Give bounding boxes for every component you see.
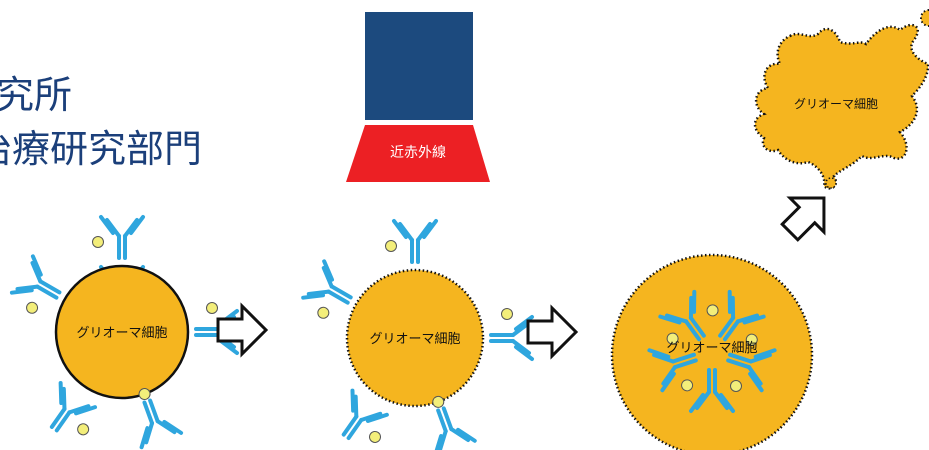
light-source-body [365, 12, 473, 120]
cell-intact: グリオーマ細胞 [5, 215, 239, 450]
nir-label: 近赤外線 [390, 145, 446, 161]
antibody-icon [90, 215, 145, 260]
cell-label: グリオーマ細胞 [666, 341, 757, 356]
heading-line-1: 究所 [0, 73, 73, 117]
cell-label: グリオーマ細胞 [76, 326, 167, 341]
antibody-icon [489, 306, 534, 361]
cell-ruptured: グリオーマ細胞 [753, 9, 929, 190]
cell-body [54, 264, 190, 400]
arrow-up-right-icon [771, 179, 843, 251]
light-emitter [346, 125, 490, 182]
antibody-icon [326, 388, 396, 450]
antibody-icon [383, 219, 438, 264]
cell-body [610, 253, 814, 450]
cell-body [753, 23, 929, 190]
cell-swollen: グリオーマ細胞 [610, 253, 814, 450]
cell-label: グリオーマ細胞 [794, 97, 878, 111]
arrow-right-icon [526, 306, 578, 358]
cell-membrane-damaged: グリオーマ細胞 [296, 219, 534, 450]
nir-light-source: 近赤外線 [346, 12, 490, 182]
cell-label: グリオーマ細胞 [369, 332, 460, 347]
debris [825, 177, 837, 189]
antibody-icon [296, 259, 362, 328]
debris [920, 9, 929, 27]
arrow-right-icon [216, 304, 268, 356]
antibody-icon [35, 381, 104, 448]
heading-line-2: 治療研究部門 [0, 127, 203, 171]
cell-body [345, 268, 485, 408]
